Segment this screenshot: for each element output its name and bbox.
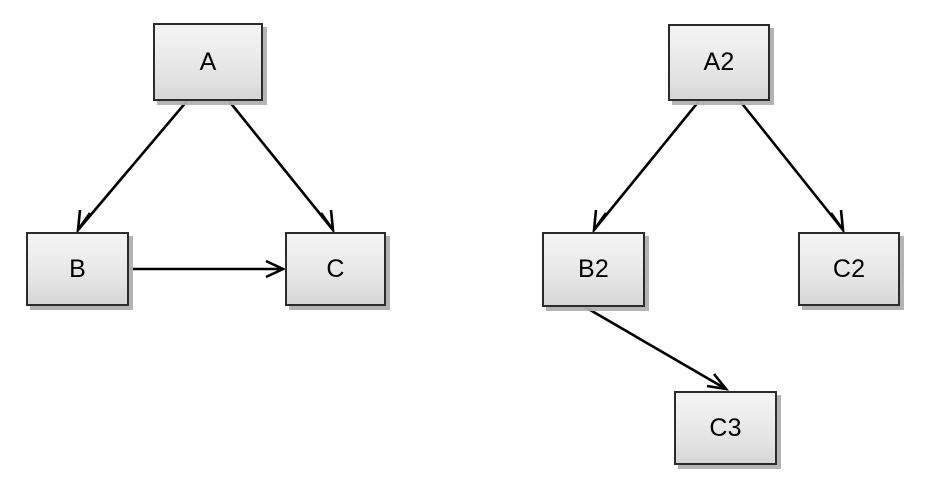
- node-c-label: C: [326, 254, 345, 283]
- arrowhead-b2-to-c3-icon: [706, 373, 730, 391]
- node-c3[interactable]: C3: [674, 391, 777, 465]
- node-c2-label: C2: [832, 254, 866, 283]
- node-c3-label: C3: [709, 413, 742, 442]
- arrowhead-b-to-c-icon: [265, 259, 287, 279]
- arrowhead-a-to-b-icon: [76, 209, 92, 235]
- node-a2-label: A2: [703, 48, 735, 76]
- node-a[interactable]: A: [153, 23, 263, 101]
- node-b2-label: B2: [578, 255, 609, 283]
- edge-a-to-c: [227, 100, 335, 231]
- edge-b2-to-c3: [584, 305, 727, 391]
- edge-a2-to-c2: [738, 100, 845, 231]
- node-a-label: A: [199, 47, 217, 76]
- node-b[interactable]: B: [26, 232, 129, 306]
- node-a2[interactable]: A2: [668, 24, 770, 101]
- arrowhead-a2-to-c2-icon: [829, 209, 845, 235]
- arrowhead-a2-to-b2-icon: [592, 209, 608, 235]
- arrowhead-a-to-c-icon: [319, 209, 335, 235]
- edge-a-to-b: [77, 100, 188, 231]
- node-b2[interactable]: B2: [542, 232, 645, 307]
- node-c2[interactable]: C2: [798, 232, 900, 306]
- node-c[interactable]: C: [285, 232, 386, 306]
- node-b-label: B: [69, 254, 86, 283]
- edge-a2-to-b2: [592, 100, 701, 231]
